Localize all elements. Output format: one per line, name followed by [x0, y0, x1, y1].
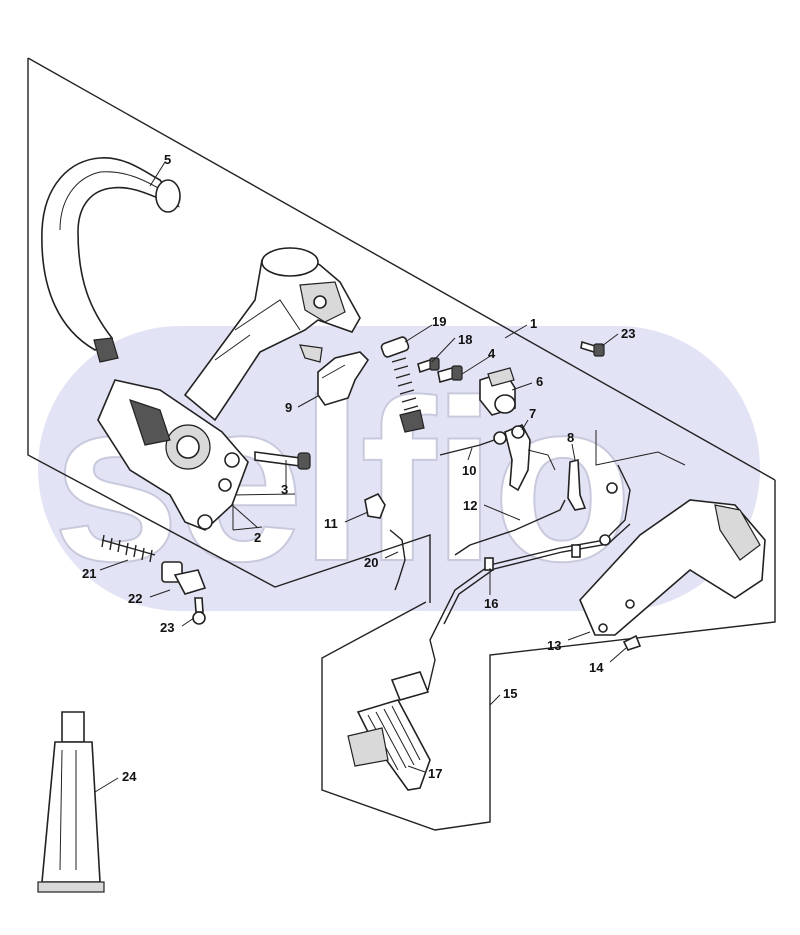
callout-13: 13	[547, 638, 561, 653]
heating-element-17[interactable]	[347, 619, 441, 791]
clip-part-11[interactable]	[364, 492, 386, 519]
callout-24: 24	[122, 769, 137, 784]
callout-9: 9	[285, 400, 292, 415]
callout-7: 7	[529, 406, 536, 421]
callout-18: 18	[458, 332, 472, 347]
contact-part-8[interactable]	[567, 458, 587, 511]
callout-19: 19	[432, 314, 446, 329]
frame-wire-box	[595, 430, 686, 466]
assembly-frame	[27, 57, 776, 831]
screw-23-upper[interactable]	[580, 340, 605, 357]
grease-tube-24[interactable]	[37, 711, 105, 893]
callout-15: 15	[503, 686, 517, 701]
callout-8: 8	[567, 430, 574, 445]
callout-2: 2	[254, 530, 261, 545]
spring-19[interactable]	[380, 336, 425, 433]
callout-22: 22	[128, 591, 142, 606]
callout-labels: 5 1 3 2 4 6 7 8 9 10 11 12 13 14 15 16 1…	[82, 152, 635, 784]
frame-2-box-c	[232, 493, 296, 496]
callout-23-upper: 23	[621, 326, 635, 341]
callout-3: 3	[281, 482, 288, 497]
callout-5: 5	[164, 152, 171, 167]
callout-21: 21	[82, 566, 96, 581]
callout-17: 17	[428, 766, 442, 781]
wiring-harness-16[interactable]	[439, 464, 631, 625]
spring-21[interactable]	[101, 534, 156, 563]
leader-lines	[94, 161, 627, 793]
buffer-part-22[interactable]	[161, 561, 207, 595]
callout-20: 20	[364, 555, 378, 570]
cover-part-13[interactable]	[579, 499, 766, 636]
switch-part-6[interactable]	[479, 367, 516, 416]
wire-spring-10[interactable]	[439, 431, 507, 456]
handle-housing-part[interactable]	[183, 247, 361, 422]
callout-14: 14	[589, 660, 604, 675]
callout-12: 12	[463, 498, 477, 513]
screw-18[interactable]	[417, 357, 440, 374]
screw-3[interactable]	[254, 451, 311, 470]
callout-1: 1	[530, 316, 537, 331]
callout-6: 6	[536, 374, 543, 389]
handlebar-part[interactable]	[41, 157, 181, 363]
screw-4[interactable]	[437, 365, 463, 384]
frame-right	[321, 480, 776, 831]
screw-23-lower[interactable]	[192, 597, 206, 625]
rod-part-12[interactable]	[454, 499, 566, 556]
spring-clip-20[interactable]	[389, 529, 406, 591]
frame-main	[27, 58, 431, 603]
throttle-trigger-part[interactable]	[317, 351, 370, 406]
callout-11: 11	[324, 516, 338, 531]
callout-4: 4	[488, 346, 496, 361]
screw-14[interactable]	[622, 634, 642, 651]
callout-10: 10	[462, 463, 476, 478]
callout-23-lower: 23	[160, 620, 174, 635]
callout-16: 16	[484, 596, 498, 611]
lever-part-7[interactable]	[504, 423, 556, 492]
frame-top	[27, 57, 776, 481]
